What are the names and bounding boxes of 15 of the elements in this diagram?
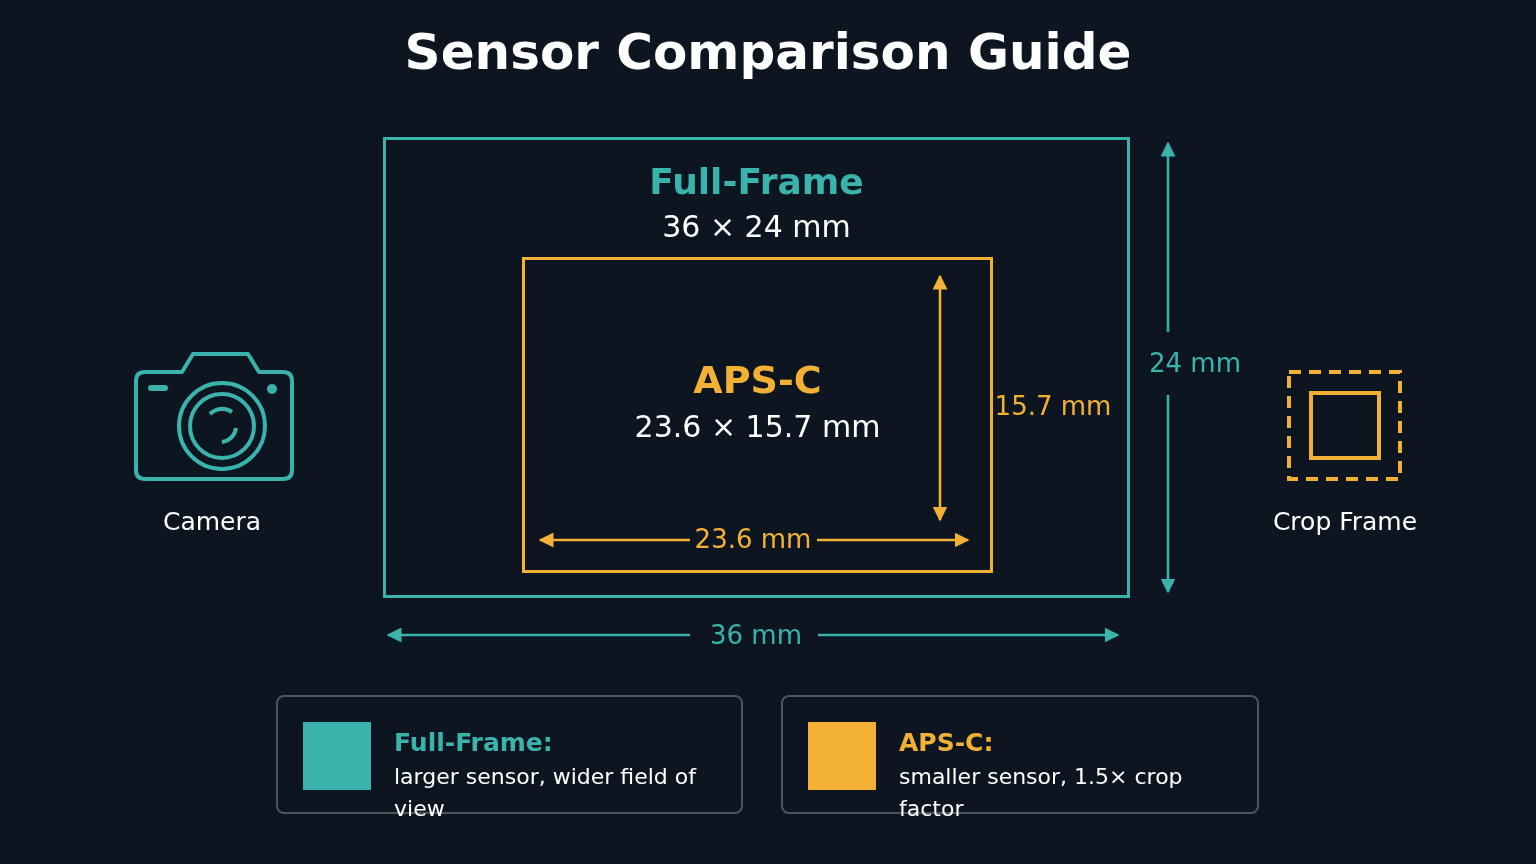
dimension-label: 36 mm (710, 622, 802, 648)
sensor-outline (522, 257, 993, 573)
dimension-label: 23.6 mm (694, 526, 812, 552)
sensor-dimensions: 36 × 24 mm (662, 212, 851, 242)
dimension-label: 15.7 mm (994, 393, 1112, 419)
dimension-label: 24 mm (1149, 350, 1241, 376)
title: Sensor Comparison Guide (404, 27, 1132, 77)
sensor-dimensions: 23.6 × 15.7 mm (634, 412, 881, 442)
sensor-outline (383, 137, 1130, 598)
legend-text: APS-C: smaller sensor, 1.5× crop factor (899, 727, 1184, 824)
icon-caption: Crop Frame (1272, 508, 1418, 534)
sensor-name: Full-Frame (649, 164, 864, 200)
icon-caption: Camera (162, 508, 262, 534)
legend-text: Full-Frame: larger sensor, wider field of view (394, 727, 698, 824)
sensor-name: APS-C (693, 361, 822, 399)
